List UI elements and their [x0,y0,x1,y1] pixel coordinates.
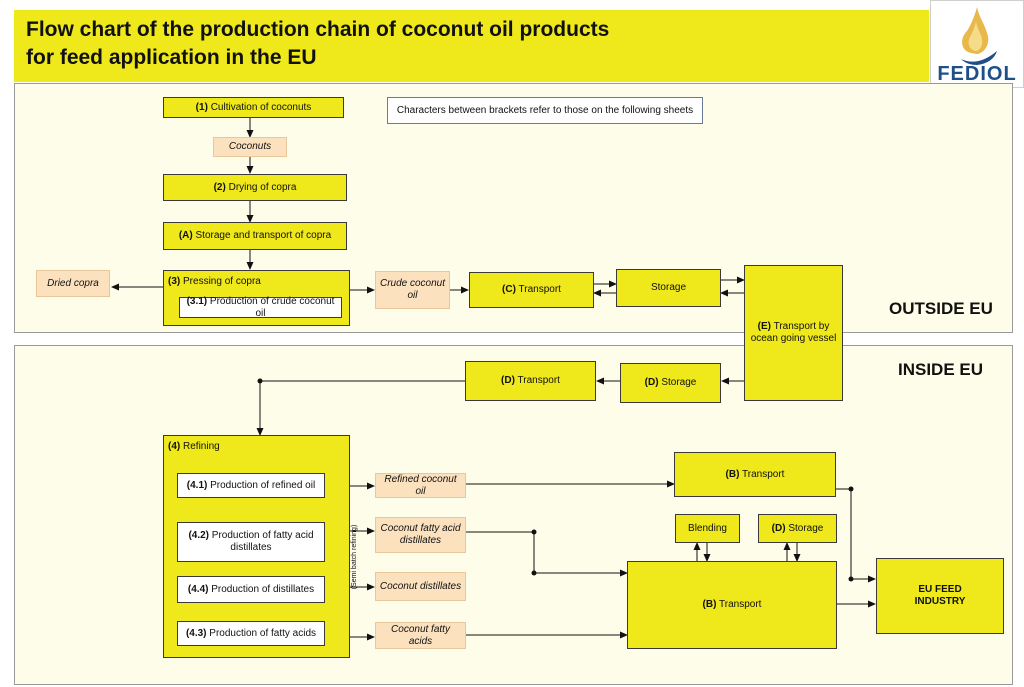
dried-copra-product: Dried copra [36,270,110,297]
transport-c-box: (C) Transport [469,272,594,308]
fatty-acid-distillates-box: (4.2) Production of fatty acid distillat… [177,522,325,562]
production-crude-code: (3.1) [186,295,208,307]
transport-b-top-code: (B) [725,468,740,480]
refined-oil-code: (4.1) [186,479,208,491]
transport-b-top-box: (B) Transport [674,452,836,497]
fatty-acids-product: Coconut fatty acids [375,622,466,649]
blending-box: Blending [675,514,740,543]
ocean-label: Transport by ocean going vessel [750,321,837,344]
refined-oil-box: (4.1) Production of refined oil [177,473,325,498]
storage-b-code: (D) [771,522,786,534]
storage-d-code: (D) [644,377,659,388]
distillates-label: Production of distillates [211,583,315,595]
brackets-note: Characters between brackets refer to tho… [387,97,703,124]
ocean-code: (E) [757,321,771,332]
drying-box: (2) Drying of copra [163,174,347,201]
storage-b-label: Storage [788,522,824,534]
refining-label: Refining [183,441,220,452]
refined-oil-product: Refined coconut oil [375,473,466,498]
storage-b-box: (D) Storage [758,514,837,543]
refined-oil-label: Production of refined oil [210,479,316,491]
ocean-vessel-box: (E) Transport by ocean going vessel [744,265,843,401]
transport-d-box: (D) Transport [465,361,596,401]
drying-label: Drying of copra [228,181,297,193]
storage-d-box: (D) Storage [620,363,721,403]
transport-b-main-label: Transport [719,599,762,610]
header-banner: Flow chart of the production chain of co… [14,10,929,82]
coconuts-product: Coconuts [213,137,287,157]
fatty-acid-distillates-code: (4.2) [188,530,210,541]
transport-d-code: (D) [501,375,515,386]
storage-transport-copra-box: (A) Storage and transport of copra [163,222,347,250]
transport-b-top-label: Transport [742,468,785,480]
storage-transport-code: (A) [178,230,193,241]
semi-batch-note: (Semi batch refining) [351,524,358,590]
oil-drop-icon [961,7,997,65]
page-title: Flow chart of the production chain of co… [26,18,610,69]
cultivation-box: (1) Cultivation of coconuts [163,97,344,118]
transport-c-label: Transport [518,284,561,295]
inside-eu-label: INSIDE EU [898,360,984,379]
fatty-acids-box: (4.3) Production of fatty acids [177,621,325,646]
transport-d-label: Transport [517,375,560,386]
fatty-acids-label: Production of fatty acids [209,627,317,639]
fatty-acids-code: (4.3) [185,627,207,639]
distillates-product: Coconut distillates [375,572,466,601]
storage-d-label: Storage [661,377,697,388]
pressing-code: (3) [168,276,181,287]
transport-b-main-code: (B) [702,599,717,610]
fatty-acid-distillates-label: Production of fatty acid distillates [211,530,314,553]
production-crude-label: Production of crude coconut oil [209,295,335,319]
drying-code: (2) [213,181,226,193]
cultivation-label: Cultivation of coconuts [210,101,312,113]
refining-code: (4) [168,441,181,452]
transport-b-main-box: (B) Transport [627,561,837,649]
pressing-label: Pressing of copra [183,276,261,287]
distillates-box: (4.4) Production of distillates [177,576,325,603]
cultivation-code: (1) [195,101,208,113]
storage-outside-box: Storage [616,269,721,307]
crude-oil-product: Crude coconut oil [375,271,450,309]
eu-feed-industry-box: EU FEED INDUSTRY [876,558,1004,634]
transport-c-code: (C) [502,284,516,295]
fediol-logo: FEDIOL [930,0,1024,88]
logo-text: FEDIOL [937,63,1017,85]
fatty-acid-distillates-product: Coconut fatty acid distillates [375,517,466,553]
distillates-code: (4.4) [187,583,209,595]
production-crude-box: (3.1) Production of crude coconut oil [179,295,342,319]
storage-transport-label: Storage and transport of copra [195,230,332,241]
outside-eu-label: OUTSIDE EU [889,299,993,318]
